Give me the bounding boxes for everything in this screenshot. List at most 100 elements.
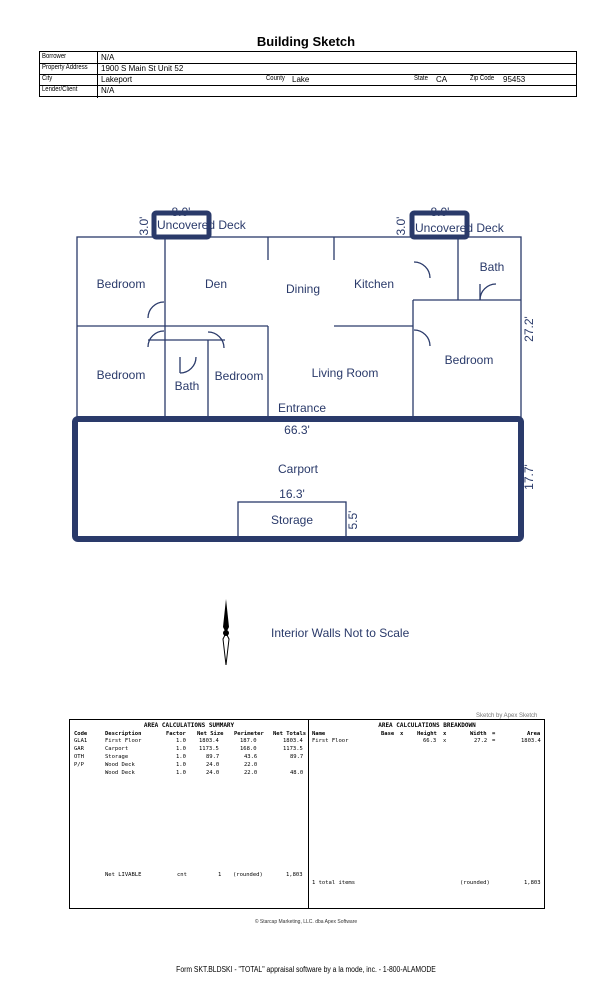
net-cnt: cnt: [177, 872, 187, 878]
summary-cell: OTH: [74, 754, 84, 760]
property-label: Property Address: [42, 64, 88, 71]
summary-cell: P/P: [74, 762, 84, 768]
borrower-row: Borrower N/A: [40, 52, 576, 64]
copyright-notice: © Starcap Marketing, LLC. dba Apex Softw…: [254, 919, 358, 925]
breakdown-cell: 1803.4: [521, 738, 541, 744]
interior-walls-note: Interior Walls Not to Scale: [271, 626, 410, 640]
room-bedroom-4: Bedroom: [445, 353, 494, 367]
net-livable-label: Net LIVABLE: [105, 872, 142, 878]
room-entrance: Entrance: [278, 401, 326, 415]
breakdown-col-x2: x: [443, 731, 447, 737]
summary-cell: 89.7: [290, 754, 304, 760]
deck-right-outline: [409, 210, 470, 240]
summary-cell: 43.6: [244, 754, 258, 760]
breakdown-cell: 27.2: [474, 738, 488, 744]
summary-cell: 22.0: [244, 770, 258, 776]
breakdown-cell: 66.3: [423, 738, 437, 744]
summary-cell: 1.0: [176, 754, 186, 760]
state-label: State: [414, 75, 428, 82]
page-title: Building Sketch: [256, 34, 356, 49]
zip-value: 95453: [503, 75, 526, 84]
breakdown-title: AREA CALCULATIONS BREAKDOWN: [378, 722, 476, 729]
summary-col-nettotals: Net Totals: [273, 731, 307, 737]
summary-cell: 168.0: [240, 746, 257, 752]
summary-cell: Wood Deck: [105, 770, 135, 776]
deck-left-depth: 3.0': [137, 217, 151, 236]
breakdown-col-base: Base: [381, 731, 395, 737]
summary-col-code: Code: [74, 731, 88, 737]
breakdown-total: 1,803: [524, 880, 541, 886]
net-count: 1: [218, 872, 222, 878]
breakdown-col-x1: x: [400, 731, 404, 737]
breakdown-cell: =: [492, 738, 496, 744]
area-calculations: AREA CALCULATIONS SUMMARY AREA CALCULATI…: [69, 719, 545, 909]
summary-col-factor: Factor: [166, 731, 186, 737]
form-footer: Form SKT.BLDSKI - "TOTAL" appraisal soft…: [176, 965, 436, 974]
summary-cell: 1.0: [176, 770, 186, 776]
breakdown-cell: First Floor: [312, 738, 349, 744]
deck-right-label: Uncovered Deck: [415, 221, 505, 235]
summary-cell: 1.0: [176, 746, 186, 752]
breakdown-rounded: (rounded): [460, 880, 490, 886]
summary-cell: 1803.4: [283, 738, 303, 744]
lender-label: Lender/Client: [42, 86, 78, 93]
summary-cell: 24.0: [206, 770, 220, 776]
net-total: 1,803: [286, 872, 303, 878]
zip-label: Zip Code: [470, 75, 495, 82]
house-outline: [76, 236, 522, 418]
summary-cell: Carport: [105, 746, 129, 752]
breakdown-col-width: Width: [470, 731, 487, 737]
summary-cell: 1.0: [176, 762, 186, 768]
summary-cell: 48.0: [290, 770, 304, 776]
deck-left-label: Uncovered Deck: [157, 218, 247, 232]
deck-left-outline: [151, 210, 212, 240]
county-value: Lake: [292, 75, 310, 84]
info-divider: [97, 52, 98, 98]
room-bath-center: Bath: [175, 379, 200, 393]
room-carport: Carport: [278, 462, 319, 476]
dim-house-depth: 27.2': [522, 316, 536, 342]
summary-cell: Wood Deck: [105, 762, 135, 768]
borrower-label: Borrower: [42, 53, 67, 60]
net-rounded: (rounded): [233, 872, 263, 878]
room-storage: Storage: [271, 513, 313, 527]
north-arrow-icon: [222, 599, 230, 666]
apex-credit: Sketch by Apex Sketch: [476, 713, 538, 719]
summary-col-netsize: Net Size: [197, 731, 224, 737]
lender-value: N/A: [101, 86, 115, 95]
subject-info-block: Borrower N/A Property Address 1900 S Mai…: [39, 51, 577, 98]
building-sketch: 8.0' 3.0' Uncovered Deck 8.0' 3.0' Uncov…: [72, 205, 536, 542]
summary-cell: GLA1: [74, 738, 88, 744]
carport-outline: [72, 416, 524, 542]
summary-cell: Storage: [105, 754, 129, 760]
room-dining: Dining: [286, 282, 320, 296]
summary-cell: First Floor: [105, 738, 142, 744]
summary-cell: 1803.4: [199, 738, 219, 744]
property-row: Property Address 1900 S Main St Unit 52: [40, 63, 576, 75]
summary-cell: 1.0: [176, 738, 186, 744]
room-living: Living Room: [312, 366, 379, 380]
breakdown-col-eq: =: [492, 731, 496, 737]
breakdown-col-height: Height: [417, 731, 437, 737]
dim-carport-width: 66.3': [284, 423, 310, 437]
deck-left-width: 8.0': [172, 205, 191, 219]
dim-storage-depth: 5.5': [346, 511, 360, 530]
summary-cell: 1173.5: [199, 746, 219, 752]
summary-cell: 89.7: [206, 754, 220, 760]
table-divider: [308, 720, 309, 908]
deck-right-width: 8.0': [431, 205, 450, 219]
city-label: City: [42, 75, 53, 82]
county-label: County: [266, 75, 285, 82]
summary-title: AREA CALCULATIONS SUMMARY: [143, 722, 235, 729]
city-value: Lakeport: [101, 75, 133, 84]
room-bedroom-2: Bedroom: [97, 368, 146, 382]
summary-col-description: Description: [105, 731, 142, 737]
breakdown-col-area: Area: [527, 731, 541, 737]
city-row: City Lakeport County Lake State CA Zip C…: [40, 74, 576, 86]
summary-cell: GAR: [74, 746, 84, 752]
room-bedroom-1: Bedroom: [97, 277, 146, 291]
summary-cell: 187.0: [240, 738, 257, 744]
breakdown-col-name: Name: [312, 731, 326, 737]
property-value: 1900 S Main St Unit 52: [101, 64, 184, 73]
room-kitchen: Kitchen: [354, 277, 394, 291]
